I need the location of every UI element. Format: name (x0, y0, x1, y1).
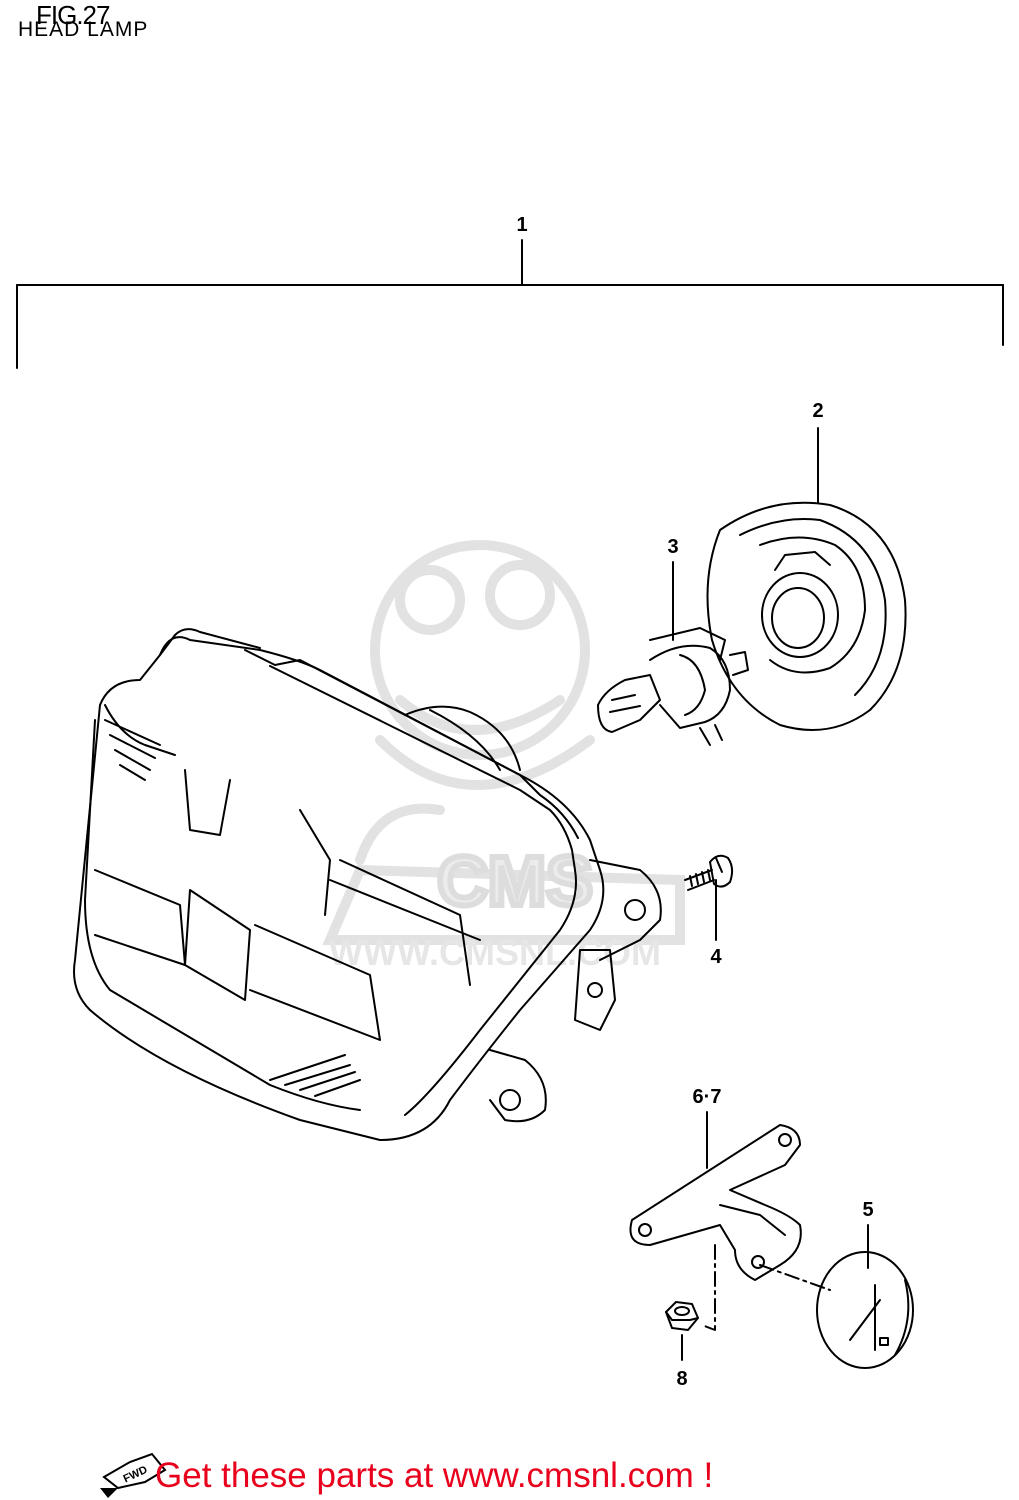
figure-number: FIG.27 (36, 0, 110, 30)
figure-caption: HEAD LAMP (18, 18, 149, 41)
watermark-brand: CMS (437, 842, 593, 920)
callout-part-2: 2 (812, 400, 824, 422)
assembly-bracket (16, 239, 1004, 369)
callout-part-8: 8 (676, 1368, 688, 1390)
callout-part-5: 5 (862, 1199, 874, 1221)
headlamp-bulb (597, 627, 749, 746)
rubber-cap (816, 1251, 914, 1369)
mounting-bracket (629, 1124, 802, 1281)
promo-link[interactable]: Get these parts at www.cmsnl.com ! (155, 1456, 714, 1495)
callout-part-3: 3 (667, 536, 679, 558)
forward-direction-badge: FWD (100, 1452, 167, 1498)
watermark-url: WWW.CMSNL.COM (329, 932, 661, 973)
callout-part-1: 1 (516, 214, 528, 236)
callout-part-6-7: 6·7 (692, 1086, 722, 1108)
bulb-socket-cover (706, 501, 907, 731)
watermark-logo (322, 803, 685, 945)
leader-lines (672, 427, 869, 1361)
callout-part-4: 4 (710, 946, 722, 968)
hex-nut (665, 1301, 699, 1331)
headlamp-housing (73, 628, 662, 1141)
watermark: CMS WWW.CMSNL.COM (322, 540, 685, 973)
assembly-guide-lines (701, 1244, 831, 1331)
adjusting-screw (684, 854, 734, 891)
watermark-mascot-icon (370, 540, 595, 790)
